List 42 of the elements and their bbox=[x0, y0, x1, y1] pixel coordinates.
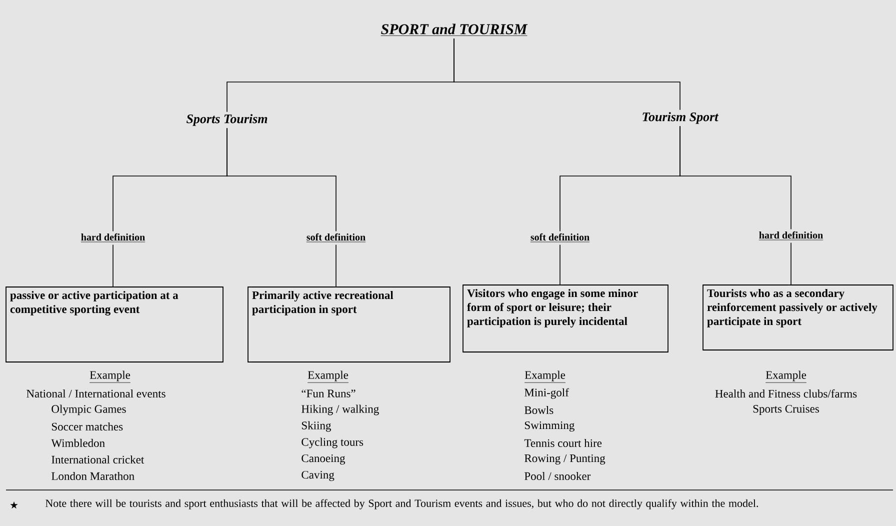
example-item: Pool / snooker bbox=[524, 472, 591, 480]
definition-label: soft definition bbox=[530, 233, 590, 242]
connector-line bbox=[226, 128, 336, 232]
category-label: Sports Tourism bbox=[186, 114, 268, 126]
definition-box: Tourists who as a secondary reinforcement passively or actively participate in sport bbox=[702, 284, 894, 350]
example-item: Mini-golf bbox=[524, 388, 569, 399]
example-heading: Example bbox=[307, 370, 349, 383]
star-symbol: ★ bbox=[10, 501, 18, 509]
example-item: Tennis court hire bbox=[524, 438, 602, 448]
example-item: Cycling tours bbox=[302, 438, 364, 448]
example-item: London Marathon bbox=[52, 472, 134, 480]
example-item: “Fun Runs” bbox=[302, 390, 356, 398]
example-item: Swimming bbox=[524, 421, 574, 432]
example-item: Sports Cruises bbox=[753, 404, 819, 416]
definition-label: soft definition bbox=[306, 233, 366, 242]
example-item: Soccer matches bbox=[52, 422, 123, 431]
definition-box: Primarily active recreational participation in sport bbox=[248, 286, 450, 362]
connector-line bbox=[790, 242, 792, 286]
heading: SPORT and TOURISM bbox=[380, 24, 528, 36]
connector-line bbox=[680, 126, 792, 230]
category-label: Tourism Sport bbox=[642, 112, 719, 124]
example-item: Rowing / Punting bbox=[524, 454, 606, 465]
example-heading: Example bbox=[765, 370, 807, 383]
definition-box: passive or active participation at a competitive sporting event bbox=[6, 286, 224, 362]
definition-box: Visitors who engage in some minor form of sport or leisure; their participation is purely incidental bbox=[462, 284, 668, 352]
example-item: Olympic Games bbox=[52, 404, 126, 416]
example-item: International cricket bbox=[52, 455, 144, 464]
example-item: Bowls bbox=[524, 406, 554, 414]
example-item: Hiking / walking bbox=[302, 404, 379, 416]
definition-label: hard definition bbox=[758, 231, 824, 240]
example-item: Health and Fitness clubs/farms bbox=[715, 389, 857, 398]
example-item: Caving bbox=[302, 470, 334, 482]
connector-line bbox=[454, 38, 680, 110]
example-item: Skiing bbox=[302, 421, 332, 432]
connector-line bbox=[112, 244, 114, 288]
footnote: Note there will be tourists and sport enthusiasts that will be affected by Sport and Tourism events and issues, but who do not directly qualify within the model. bbox=[46, 499, 758, 510]
example-heading: Example bbox=[89, 370, 131, 383]
example-item: Wimbledon bbox=[51, 438, 105, 448]
example-item: National / International events bbox=[26, 389, 166, 398]
example-item: Canoeing bbox=[302, 454, 346, 465]
example-heading: Example bbox=[524, 370, 566, 383]
definition-label: hard definition bbox=[80, 233, 146, 242]
